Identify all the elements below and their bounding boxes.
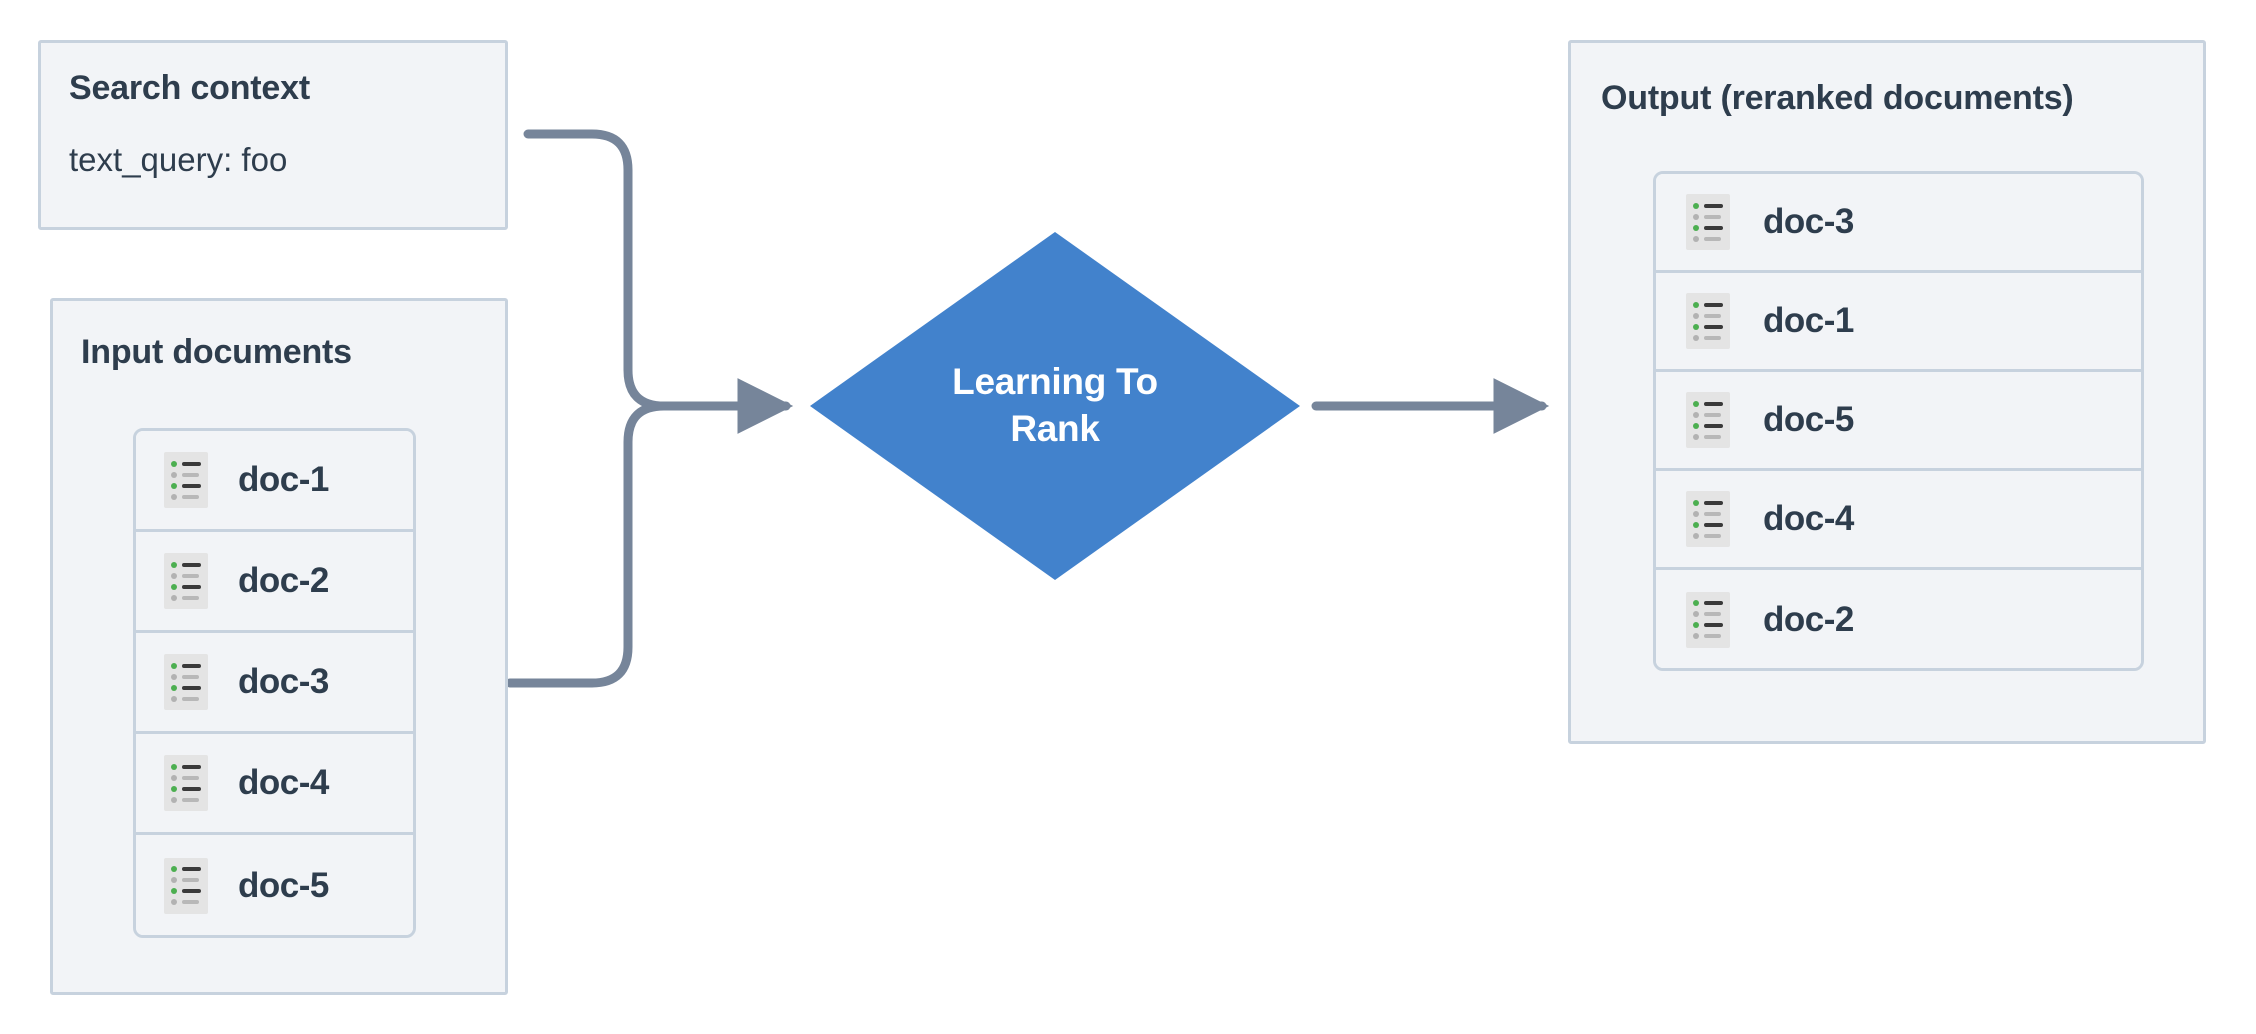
search-context-title: Search context — [69, 69, 310, 107]
document-label: doc-5 — [1763, 400, 1854, 439]
output-document-list: doc-3 doc-1 doc-5 doc-4 doc-2 — [1653, 171, 2144, 671]
document-list-icon — [1686, 392, 1730, 448]
document-row[interactable]: doc-4 — [136, 734, 413, 835]
document-label: doc-1 — [238, 460, 329, 499]
document-list-icon — [164, 553, 208, 609]
learning-to-rank-node[interactable]: Learning To Rank — [810, 232, 1300, 580]
document-list-icon — [1686, 591, 1730, 648]
output-title: Output (reranked documents) — [1601, 79, 2074, 117]
document-row[interactable]: doc-5 — [1656, 372, 2141, 471]
document-list-icon — [1686, 491, 1730, 547]
document-row[interactable]: doc-1 — [1656, 273, 2141, 372]
document-row[interactable]: doc-2 — [1656, 570, 2141, 668]
document-list-icon — [164, 654, 208, 710]
document-row[interactable]: doc-3 — [136, 633, 413, 734]
document-list-icon — [1686, 194, 1730, 250]
document-list-icon — [164, 452, 208, 508]
search-context-query-text: text_query: foo — [69, 141, 288, 178]
connector-input-documents-to-ltr — [505, 401, 705, 688]
input-documents-title: Input documents — [81, 333, 352, 371]
document-label: doc-1 — [1763, 301, 1854, 340]
document-label: doc-4 — [238, 763, 329, 802]
document-label: doc-4 — [1763, 499, 1854, 538]
learning-to-rank-label: Learning To Rank — [952, 361, 1158, 449]
document-label: doc-5 — [238, 865, 329, 905]
document-list-icon — [1686, 293, 1730, 349]
document-list-icon — [164, 857, 208, 914]
search-context-panel: Search context text_query: foo — [38, 40, 508, 230]
connector-search-context-to-ltr — [523, 129, 705, 411]
document-row[interactable]: doc-5 — [136, 835, 413, 935]
document-list-icon — [164, 755, 208, 811]
document-row[interactable]: doc-4 — [1656, 471, 2141, 570]
document-row[interactable]: doc-2 — [136, 532, 413, 633]
input-document-list: doc-1 doc-2 doc-3 doc-4 doc-5 — [133, 428, 416, 938]
document-label: doc-3 — [238, 662, 329, 701]
document-label: doc-2 — [238, 561, 329, 600]
document-label: doc-3 — [1763, 202, 1854, 241]
document-row[interactable]: doc-3 — [1656, 174, 2141, 273]
document-label: doc-2 — [1763, 599, 1854, 639]
document-row[interactable]: doc-1 — [136, 431, 413, 532]
